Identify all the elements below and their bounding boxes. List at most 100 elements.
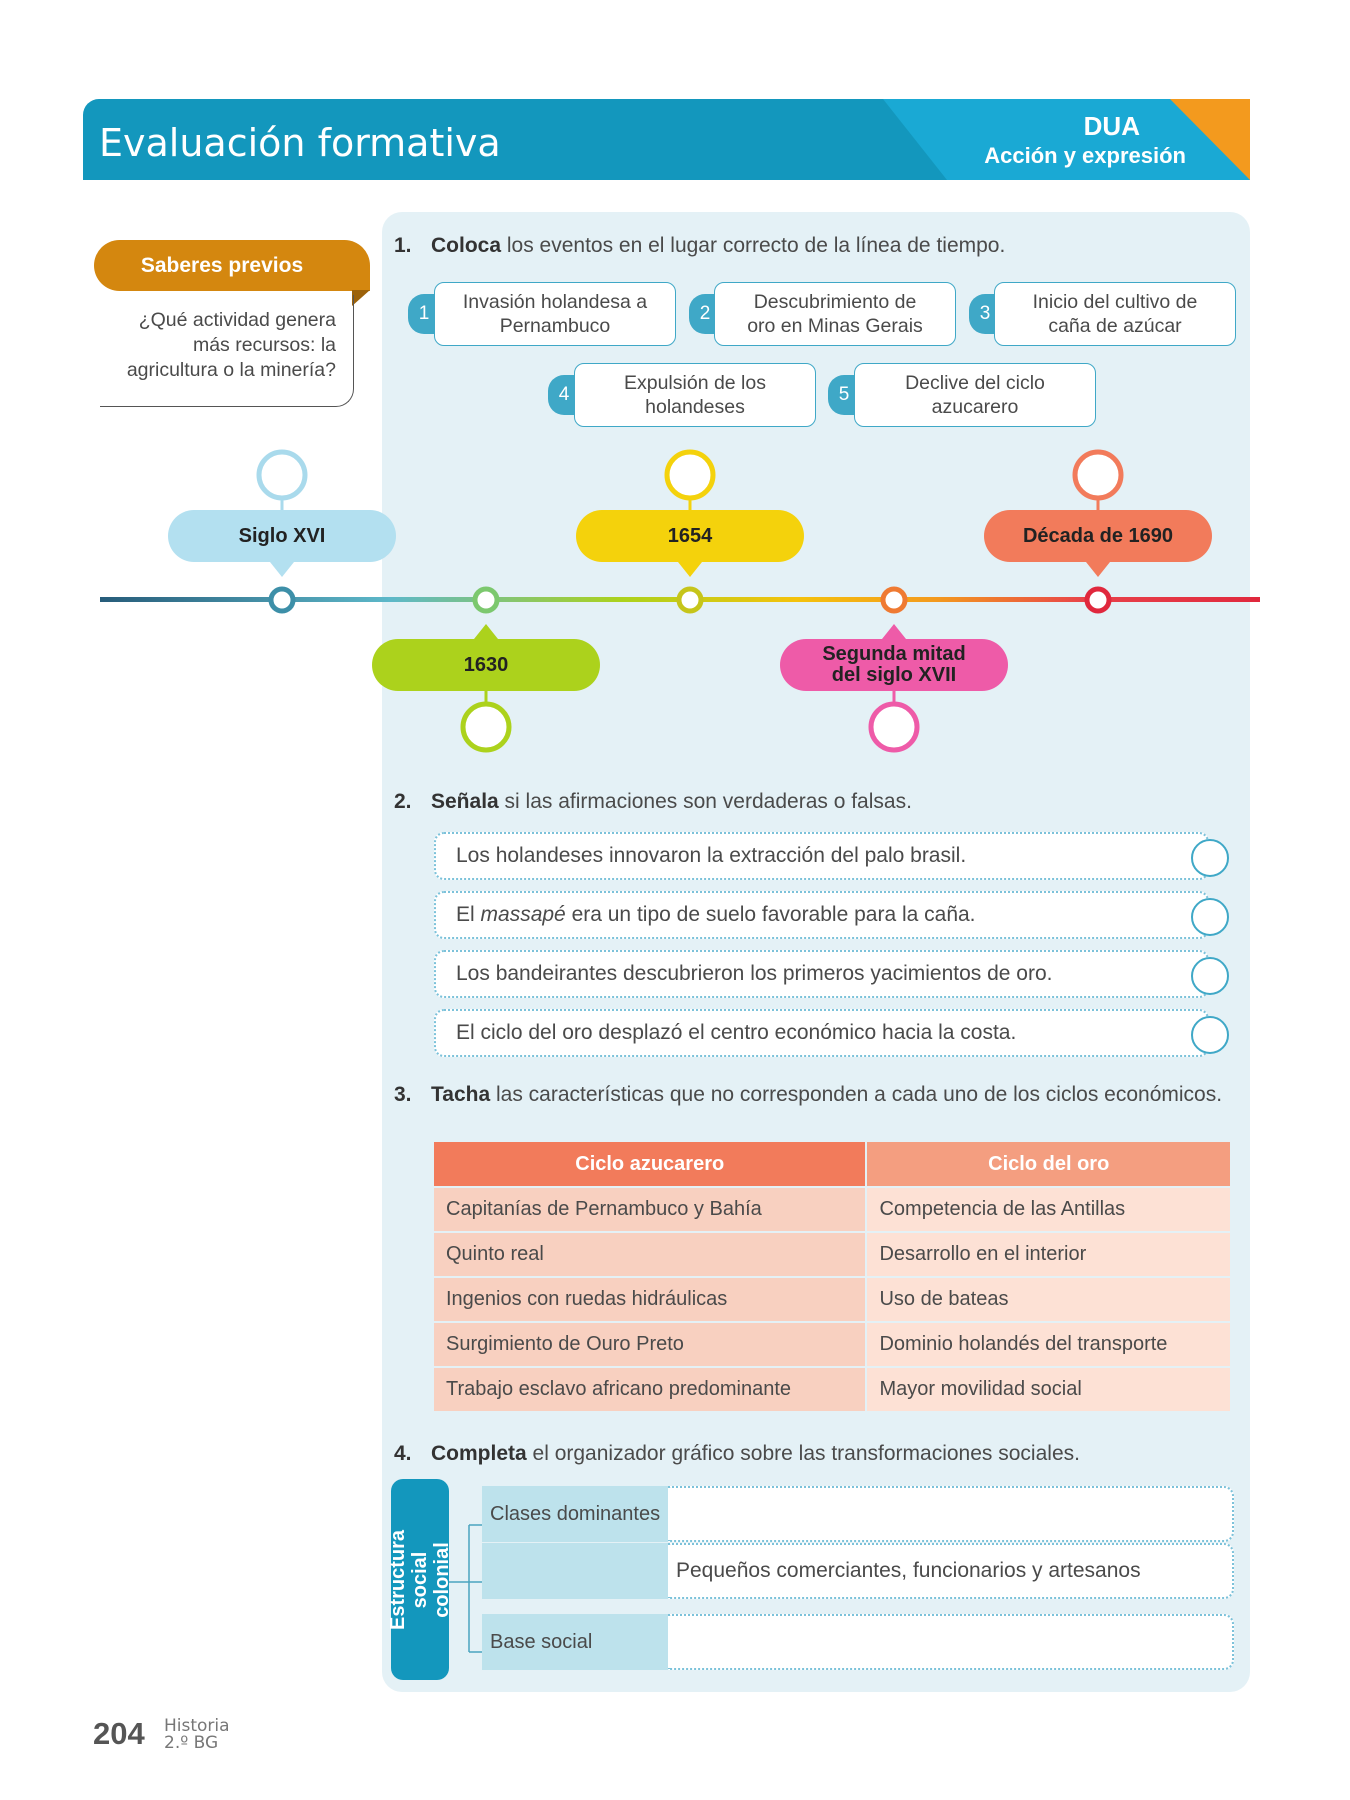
cycles-table: Ciclo azucarero Ciclo del oro Capitanías… xyxy=(432,1140,1232,1413)
question-verb: Señala xyxy=(431,790,499,813)
question-text: las características que no corresponden … xyxy=(490,1083,1223,1106)
table-row: Ingenios con ruedas hidráulicas Uso de b… xyxy=(434,1278,1230,1321)
organizer-answer-field: Pequeños comerciantes, funcionarios y ar… xyxy=(668,1543,1234,1599)
table-row: Trabajo esclavo africano predominante Ma… xyxy=(434,1368,1230,1411)
dua-label: DUA xyxy=(1083,111,1140,141)
page-header: Evaluación formativa DUA Acción y expres… xyxy=(83,99,1250,180)
statement-row: El massapé era un tipo de suelo favorabl… xyxy=(434,891,1229,939)
question-2: 2. Señala si las afirmaciones son verdade… xyxy=(394,790,912,814)
statement-emphasis: massapé xyxy=(480,903,566,926)
event-box[interactable]: Declive del ciclo azucarero xyxy=(854,363,1096,427)
table-row: Quinto real Desarrollo en el interior xyxy=(434,1233,1230,1276)
table-header: Ciclo del oro xyxy=(867,1142,1230,1186)
table-cell[interactable]: Surgimiento de Ouro Preto xyxy=(434,1323,866,1366)
event-box[interactable]: Descubrimiento de oro en Minas Gerais xyxy=(714,282,956,346)
statement-row: Los holandeses innovaron la extracción d… xyxy=(434,832,1229,880)
statement-part: El xyxy=(456,903,481,926)
answer-circle[interactable] xyxy=(1191,957,1229,995)
statement-part: El ciclo del oro desplazó el centro econ… xyxy=(456,1021,1017,1044)
question-number: 2. xyxy=(394,790,412,813)
statement-part: Los holandeses innovaron la extracción d… xyxy=(456,844,967,867)
organizer-answer-field[interactable] xyxy=(668,1486,1234,1542)
statement-text: Los holandeses innovaron la extracción d… xyxy=(456,844,966,868)
subject-name: Historia xyxy=(164,1716,230,1736)
grade-label: 2.º BG xyxy=(164,1733,219,1753)
statement-text: Los bandeirantes descubrieron los primer… xyxy=(456,962,1052,986)
statement-row: Los bandeirantes descubrieron los primer… xyxy=(434,950,1229,998)
answer-ring[interactable] xyxy=(664,449,716,501)
statement-part: Los bandeirantes descubrieron los primer… xyxy=(456,962,1053,985)
pointer xyxy=(882,624,906,639)
timeline-node xyxy=(880,586,908,614)
question-number: 3. xyxy=(394,1083,412,1106)
timeline-date: Segunda mitad del siglo XVII xyxy=(780,639,1008,691)
statement-text: El ciclo del oro desplazó el centro econ… xyxy=(456,1021,1016,1045)
page-title: Evaluación formativa xyxy=(99,121,501,165)
table-cell[interactable]: Desarrollo en el interior xyxy=(867,1233,1230,1276)
question-text: los eventos en el lugar correcto de la l… xyxy=(501,234,1006,257)
table-cell[interactable]: Dominio holandés del transporte xyxy=(867,1323,1230,1366)
table-cell[interactable]: Uso de bateas xyxy=(867,1278,1230,1321)
answer-circle[interactable] xyxy=(1191,898,1229,936)
saberes-tab-fold xyxy=(352,290,370,306)
answer-ring[interactable] xyxy=(868,701,920,753)
timeline-node xyxy=(268,586,296,614)
organizer-connectors xyxy=(449,1524,482,1653)
statement-text: El massapé era un tipo de suelo favorabl… xyxy=(456,903,976,927)
question-text: si las afirmaciones son verdaderas o fal… xyxy=(498,790,912,813)
event-box[interactable]: Expulsión de los holandeses xyxy=(574,363,816,427)
pointer xyxy=(474,624,498,639)
table-header: Ciclo azucarero xyxy=(434,1142,866,1186)
page-number: 204 xyxy=(93,1716,145,1751)
event-label: Descubrimiento de oro en Minas Gerais xyxy=(747,291,923,337)
answer-ring[interactable] xyxy=(1072,449,1124,501)
timeline-date: Década de 1690 xyxy=(984,510,1212,562)
table-row: Capitanías de Pernambuco y Bahía Compete… xyxy=(434,1188,1230,1231)
table-cell[interactable]: Mayor movilidad social xyxy=(867,1368,1230,1411)
timeline-date: 1630 xyxy=(372,639,600,691)
page-subject: Historia 2.º BG xyxy=(164,1718,230,1752)
answer-ring[interactable] xyxy=(460,701,512,753)
organizer-branch-label: Clases dominantes xyxy=(482,1486,668,1542)
event-label: Declive del ciclo azucarero xyxy=(905,372,1045,418)
table-cell[interactable]: Ingenios con ruedas hidráulicas xyxy=(434,1278,866,1321)
table-cell[interactable]: Quinto real xyxy=(434,1233,866,1276)
organizer-answer-field[interactable] xyxy=(668,1614,1234,1670)
organizer-root xyxy=(391,1479,449,1680)
saberes-box xyxy=(100,295,354,407)
event-box[interactable]: Inicio del cultivo de caña de azúcar xyxy=(994,282,1236,346)
event-label: Expulsión de los holandeses xyxy=(623,372,766,418)
event-box[interactable]: Invasión holandesa a Pernambuco xyxy=(434,282,676,346)
timeline-date: Siglo XVI xyxy=(168,510,396,562)
question-number: 4. xyxy=(394,1442,412,1465)
question-text: el organizador gráfico sobre las transfo… xyxy=(526,1442,1080,1465)
timeline-node xyxy=(472,586,500,614)
question-verb: Coloca xyxy=(431,234,502,257)
saberes-previos-tab: Saberes previos xyxy=(94,240,370,291)
pointer xyxy=(1086,562,1110,577)
timeline-node xyxy=(676,586,704,614)
question-verb: Completa xyxy=(431,1442,527,1465)
table-cell[interactable]: Competencia de las Antillas xyxy=(867,1188,1230,1231)
timeline xyxy=(100,449,1260,753)
event-label: Inicio del cultivo de caña de azúcar xyxy=(1032,291,1198,337)
question-3: 3. Tacha las características que no corre… xyxy=(394,1080,1236,1110)
dua-subtitle: Acción y expresión xyxy=(984,143,1186,168)
answer-circle[interactable] xyxy=(1191,1016,1229,1054)
organizer-branch-label[interactable] xyxy=(482,1543,668,1599)
question-verb: Tacha xyxy=(431,1083,491,1106)
pointer xyxy=(678,562,702,577)
question-1: 1.Coloca los eventos en el lugar correct… xyxy=(394,234,1005,258)
organizer-root-label: Estructura social colonial xyxy=(387,1529,453,1630)
answer-ring[interactable] xyxy=(256,449,308,501)
table-cell[interactable]: Capitanías de Pernambuco y Bahía xyxy=(434,1188,866,1231)
table-row: Surgimiento de Ouro Preto Dominio holand… xyxy=(434,1323,1230,1366)
pointer xyxy=(270,562,294,577)
table-cell[interactable]: Trabajo esclavo africano predominante xyxy=(434,1368,866,1411)
event-label: Invasión holandesa a Pernambuco xyxy=(462,291,648,337)
timeline-date: 1654 xyxy=(576,510,804,562)
statement-row: El ciclo del oro desplazó el centro econ… xyxy=(434,1009,1229,1057)
answer-circle[interactable] xyxy=(1191,839,1229,877)
question-4: 4. Completa el organizador gráfico sobre … xyxy=(394,1442,1080,1466)
saberes-question: ¿Qué actividad genera más recursos: la a… xyxy=(126,309,336,381)
